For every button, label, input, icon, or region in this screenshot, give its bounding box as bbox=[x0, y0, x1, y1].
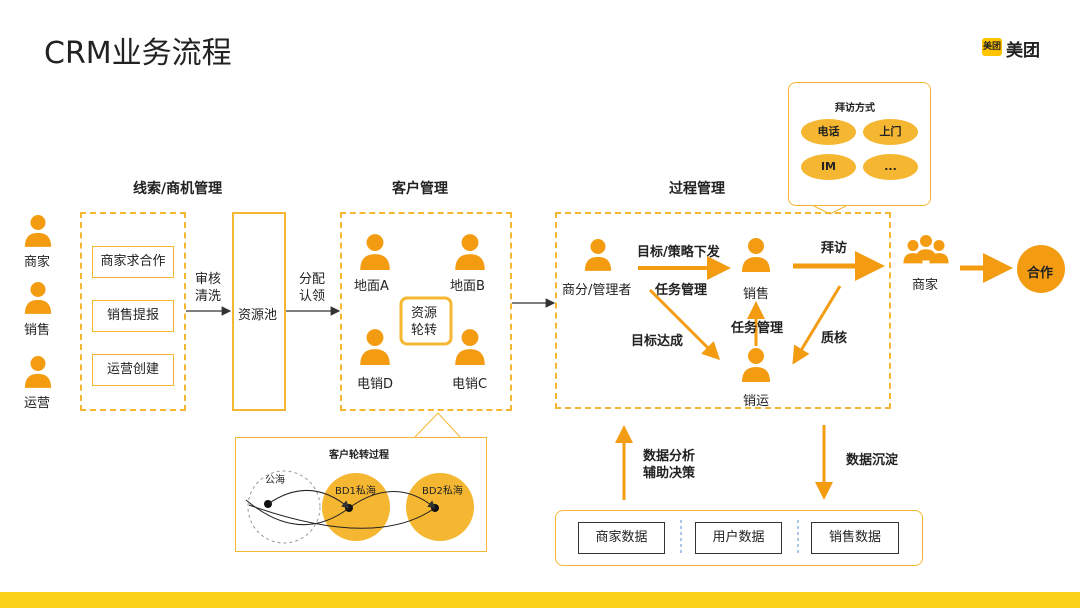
rotation-callout-pointer bbox=[414, 412, 461, 438]
visit-more: ... bbox=[863, 154, 918, 180]
visit-callout-pointer bbox=[813, 205, 847, 215]
lead-item-merchant: 商家求合作 bbox=[92, 246, 174, 278]
bd1-label: BD1私海 bbox=[335, 486, 376, 497]
process-box bbox=[555, 212, 891, 409]
actor-ops-label: 运营 bbox=[24, 396, 51, 411]
review-arrow bbox=[792, 285, 842, 365]
cooperate-label: 合作 bbox=[1027, 266, 1054, 281]
target-edge-label: 目标/策略下发 bbox=[637, 245, 720, 260]
visit-phone: 电话 bbox=[801, 119, 856, 145]
visit-onsite: 上门 bbox=[863, 119, 918, 145]
process-section-title: 过程管理 bbox=[669, 181, 725, 197]
customer-box bbox=[340, 212, 512, 411]
rotate-label-2: 轮转 bbox=[411, 323, 438, 338]
merchant-person-icon bbox=[24, 215, 52, 247]
visit-edge-label: 拜访 bbox=[821, 241, 848, 256]
resource-pool-box bbox=[232, 212, 286, 411]
ops-person-icon bbox=[24, 356, 52, 388]
bd2-circle bbox=[406, 473, 474, 541]
user-data-store: 用户数据 bbox=[695, 522, 782, 554]
data-down-label: 数据沉淀 bbox=[846, 453, 899, 468]
rotate-arc-1 bbox=[267, 490, 350, 509]
review-label-1: 审核 bbox=[195, 272, 222, 287]
ops-process-label: 销运 bbox=[743, 394, 770, 409]
task-edge-label-1: 任务管理 bbox=[655, 283, 708, 298]
public-sea-circle bbox=[247, 470, 321, 544]
slide-title: CRM业务流程 bbox=[44, 36, 232, 71]
achieve-edge-label: 目标达成 bbox=[631, 334, 684, 349]
bottom-accent-bar bbox=[0, 592, 1080, 608]
data-store-box bbox=[555, 510, 923, 566]
return-arc-2 bbox=[248, 504, 436, 529]
customer-section-title: 客户管理 bbox=[392, 181, 448, 197]
achieve-arrow bbox=[648, 288, 721, 361]
manager-label: 商分/管理者 bbox=[562, 283, 632, 298]
lead-section-title: 线索/商机管理 bbox=[133, 181, 223, 197]
sales-process-label: 销售 bbox=[743, 287, 770, 302]
meituan-logo-mark: 美团 bbox=[982, 38, 1002, 56]
review-edge-label: 质核 bbox=[821, 331, 848, 346]
actor-sales-label: 销售 bbox=[24, 323, 51, 338]
tele-c-label: 电销C bbox=[452, 377, 488, 392]
sales-person-icon bbox=[24, 282, 52, 314]
tele-d-label: 电销D bbox=[357, 377, 394, 392]
task-edge-label-2: 任务管理 bbox=[731, 321, 784, 336]
bd1-circle bbox=[322, 473, 390, 541]
visit-methods-title: 拜访方式 bbox=[835, 103, 875, 114]
resource-pool-label: 资源池 bbox=[238, 308, 278, 323]
rotation-title: 客户轮转过程 bbox=[329, 450, 389, 461]
data-up-label-1: 数据分析 bbox=[643, 449, 696, 464]
meituan-logo-text: 美团 bbox=[1006, 41, 1040, 61]
outcome-merchant-label: 商家 bbox=[912, 278, 939, 293]
review-label-2: 清洗 bbox=[195, 289, 222, 304]
rotate-icon bbox=[399, 296, 453, 346]
return-arc-1 bbox=[245, 499, 350, 526]
rotate-arc-2 bbox=[348, 491, 436, 509]
cooperate-circle bbox=[1017, 245, 1065, 293]
rotate-label-1: 资源 bbox=[411, 306, 438, 321]
visit-im: IM bbox=[801, 154, 856, 180]
ground-a-label: 地面A bbox=[354, 279, 389, 294]
bd2-label: BD2私海 bbox=[422, 486, 463, 497]
lead-item-ops: 运营创建 bbox=[92, 354, 174, 386]
assign-label-2: 认领 bbox=[299, 289, 326, 304]
actor-merchant-label: 商家 bbox=[24, 255, 51, 270]
public-sea-label: 公海 bbox=[265, 475, 285, 486]
sales-data-store: 销售数据 bbox=[811, 522, 899, 554]
visit-methods-box bbox=[788, 82, 931, 206]
assign-label-1: 分配 bbox=[299, 272, 326, 287]
ground-b-label: 地面B bbox=[450, 279, 485, 294]
lead-box bbox=[80, 212, 186, 411]
merchant-data-store: 商家数据 bbox=[578, 522, 665, 554]
rotation-box bbox=[235, 437, 487, 552]
data-up-label-2: 辅助决策 bbox=[643, 466, 696, 481]
lead-item-sales: 销售提报 bbox=[92, 300, 174, 332]
